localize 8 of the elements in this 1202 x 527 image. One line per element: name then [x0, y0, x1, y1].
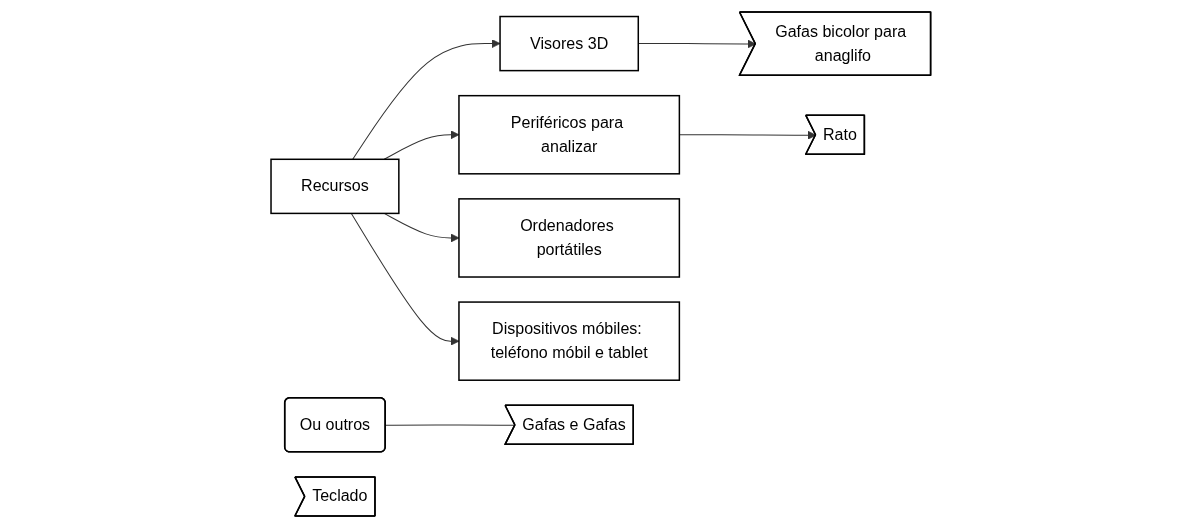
node-box: Recursos [270, 158, 400, 214]
arrow [352, 38, 501, 160]
node-box: Periféricos para analizar [458, 94, 681, 175]
node-box: Visores 3D [499, 15, 640, 71]
node-box: Dispositivos móbiles: teléfono móbil e tablet [458, 300, 681, 381]
arrow [351, 212, 460, 346]
node-box: Ordenadores portátiles [458, 197, 681, 278]
arrow [383, 212, 460, 242]
